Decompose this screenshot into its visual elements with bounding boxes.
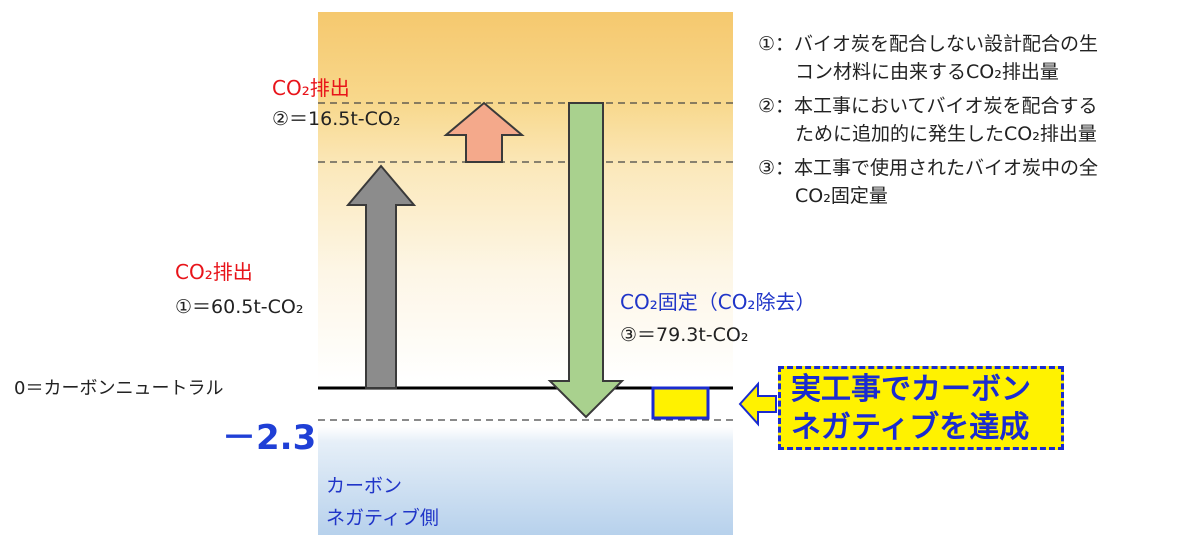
callout-line-2: ネガティブを達成 [791,410,1030,445]
legend-3: ③：本工事で使用されたバイオ炭中の全 CO₂固定量 [758,154,1098,210]
legend-2-line1: ②：本工事においてバイオ炭を配合する [758,95,1098,117]
arrow-2-emission [443,101,525,163]
arrow-3-fixation [547,102,625,419]
co2-emission-label-upper: CO₂排出 [272,76,350,100]
callout-line-1: 実工事でカーボン [791,372,1031,407]
co2-emission-label-lower: CO₂排出 [175,260,253,284]
result-box [651,386,710,420]
negative-side-label-line2: ネガティブ側 [326,507,439,529]
legend-3-line2: CO₂固定量 [795,185,888,207]
callout-arrow [738,381,777,427]
value-2-label: ②＝16.5t-CO₂ [272,108,401,130]
result-value: －2.3 [222,418,317,458]
legend-1: ①：バイオ炭を配合しない設計配合の生 コン材料に由来するCO₂排出量 [758,30,1098,86]
legend-2-line2: ために追加的に発生したCO₂排出量 [795,123,1097,145]
legend-1-line2: コン材料に由来するCO₂排出量 [795,61,1059,83]
arrow-1-emission [345,164,417,389]
legend-1-line1: ①：バイオ炭を配合しない設計配合の生 [758,33,1099,55]
legend-2: ②：本工事においてバイオ炭を配合する ために追加的に発生したCO₂排出量 [758,92,1097,148]
legend-3-line1: ③：本工事で使用されたバイオ炭中の全 [758,157,1099,179]
co2-fixation-label: CO₂固定（CO₂除去） [620,290,816,314]
value-3-label: ③＝79.3t-CO₂ [620,324,749,346]
carbon-negative-callout: 実工事でカーボン ネガティブを達成 [778,366,1064,450]
value-1-label: ①＝60.5t-CO₂ [175,296,304,318]
zero-line-label: 0＝カーボンニュートラル [14,378,224,399]
negative-side-label-line1: カーボン [326,475,403,497]
